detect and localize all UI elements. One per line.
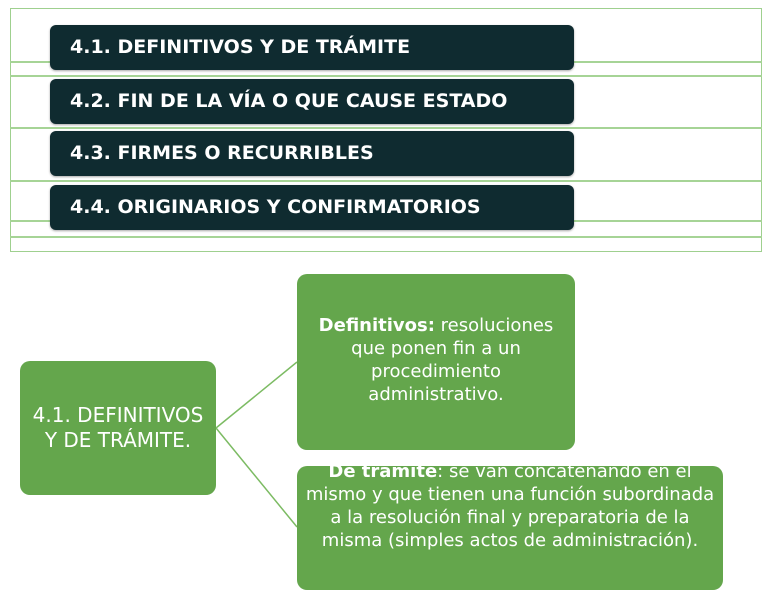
definitivos-term: Definitivos: xyxy=(318,315,435,336)
tramite-node: De trámite: se van concatenando en el mi… xyxy=(297,461,723,590)
list-item-originarios[interactable]: 4.4. ORIGINARIOS Y CONFIRMATORIOS xyxy=(50,185,574,230)
divider xyxy=(10,180,762,182)
connector-to-definitivos xyxy=(215,361,298,429)
root-node: 4.1. DEFINITIVOS Y DE TRÁMITE. xyxy=(20,361,216,495)
list-item-fin-de-la-via[interactable]: 4.2. FIN DE LA VÍA O QUE CAUSE ESTADO xyxy=(50,79,574,124)
divider xyxy=(10,127,762,129)
divider xyxy=(10,236,762,238)
definitivos-description: resoluciones que ponen fin a un procedim… xyxy=(351,315,554,405)
tramite-term: De trámite xyxy=(328,461,438,482)
list-item-firmes[interactable]: 4.3. FIRMES O RECURRIBLES xyxy=(50,131,574,176)
tramite-description: : se van concatenando en el mismo y que … xyxy=(305,461,715,551)
connector-to-tramite xyxy=(215,427,298,528)
root-node-label: 4.1. DEFINITIVOS Y DE TRÁMITE. xyxy=(32,403,204,452)
definitivos-text: Definitivos: resoluciones que ponen fin … xyxy=(309,314,563,406)
tramite-text: De trámite: se van concatenando en el mi… xyxy=(305,460,715,552)
divider xyxy=(10,75,762,77)
list-item-definitivos[interactable]: 4.1. DEFINITIVOS Y DE TRÁMITE xyxy=(50,25,574,70)
definitivos-node: Definitivos: resoluciones que ponen fin … xyxy=(297,274,575,450)
